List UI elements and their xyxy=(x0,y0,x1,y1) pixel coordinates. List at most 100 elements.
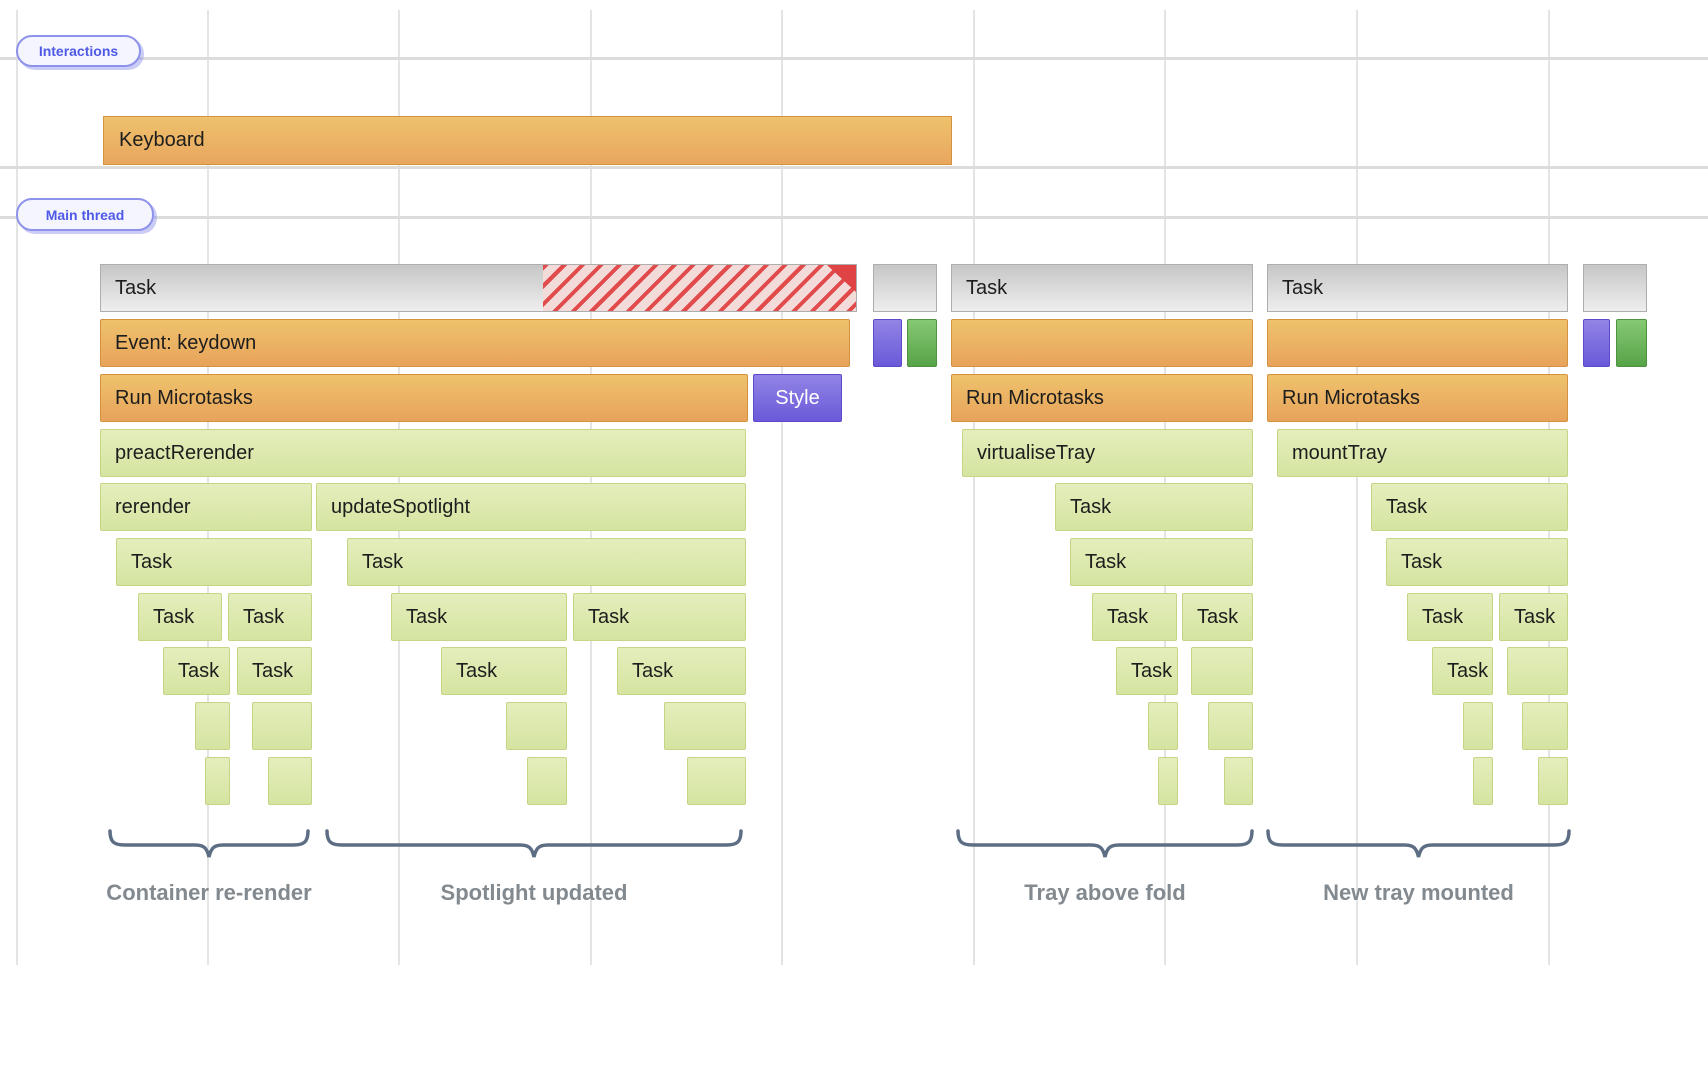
flame-bar-task[interactable]: Task xyxy=(1070,538,1253,586)
gridline-vertical xyxy=(781,10,783,965)
flame-bar[interactable] xyxy=(873,319,902,367)
long-task-corner-triangle-icon xyxy=(827,265,856,292)
flame-bar-updatespotlight[interactable]: updateSpotlight xyxy=(316,483,746,531)
flame-bar-label: Task xyxy=(1085,550,1127,573)
flame-bar-task[interactable]: Task xyxy=(138,593,222,641)
flame-bar-label: Run Microtasks xyxy=(1282,386,1420,409)
flame-bar-task[interactable]: Task xyxy=(617,647,746,695)
flame-bar[interactable] xyxy=(1463,702,1493,750)
flame-bar-label: Task xyxy=(632,659,674,682)
track-separator-line xyxy=(0,57,1708,60)
flame-bar-label: Task xyxy=(1514,605,1556,628)
flame-bar-virtualisetray[interactable]: virtualiseTray xyxy=(962,429,1253,477)
flame-bar-run-microtasks[interactable]: Run Microtasks xyxy=(100,374,748,422)
annotation-label-tray-above-fold: Tray above fold xyxy=(1024,880,1186,905)
flame-bar-label: Task xyxy=(1107,605,1149,628)
flame-bar-label: Task xyxy=(178,659,220,682)
main-thread-track-pill[interactable]: Main thread xyxy=(16,198,154,231)
annotation-label-new-tray-mounted: New tray mounted xyxy=(1323,880,1514,905)
flame-bar-task[interactable]: Task xyxy=(100,264,857,312)
flame-bar[interactable] xyxy=(1473,757,1493,805)
flame-bar[interactable] xyxy=(1522,702,1568,750)
interactions-track-pill[interactable]: Interactions xyxy=(16,35,141,67)
flame-bar-label: Task xyxy=(153,605,195,628)
interaction-keyboard-bar[interactable]: Keyboard xyxy=(103,116,952,165)
flame-bar[interactable] xyxy=(1267,319,1568,367)
flame-bar-run-microtasks[interactable]: Run Microtasks xyxy=(951,374,1253,422)
flame-bar[interactable] xyxy=(1208,702,1253,750)
flame-bar-run-microtasks[interactable]: Run Microtasks xyxy=(1267,374,1568,422)
flame-bar[interactable] xyxy=(1224,757,1253,805)
annotation-brace xyxy=(108,829,310,858)
flame-bar-task[interactable]: Task xyxy=(391,593,567,641)
gridline-vertical xyxy=(1356,10,1358,965)
flame-bar-task[interactable]: Task xyxy=(163,647,230,695)
flame-bar-label: Task xyxy=(1401,550,1443,573)
flame-bar-task[interactable]: Task xyxy=(573,593,746,641)
flame-bar-label: Task xyxy=(131,550,173,573)
flame-bar-task[interactable]: Task xyxy=(1092,593,1177,641)
flame-bar[interactable] xyxy=(205,757,230,805)
flame-bar[interactable] xyxy=(1583,264,1647,312)
flame-bar[interactable] xyxy=(1158,757,1178,805)
flame-bar-task[interactable]: Task xyxy=(1055,483,1253,531)
interactions-track-label: Interactions xyxy=(38,43,119,59)
interaction-keyboard-label: Keyboard xyxy=(119,129,205,151)
track-separator-line xyxy=(0,216,1708,219)
flame-bar-preactrerender[interactable]: preactRerender xyxy=(100,429,746,477)
flame-bar-label: Task xyxy=(456,659,498,682)
flame-bar[interactable] xyxy=(687,757,746,805)
flame-bar-task[interactable]: Task xyxy=(441,647,567,695)
flame-bar-task[interactable]: Task xyxy=(1371,483,1568,531)
flame-bar-task[interactable]: Task xyxy=(1432,647,1493,695)
flame-bar-label: preactRerender xyxy=(115,441,254,464)
flame-bar-event-keydown[interactable]: Event: keydown xyxy=(100,319,850,367)
flame-bar-label: rerender xyxy=(115,495,191,518)
flame-bar[interactable] xyxy=(195,702,230,750)
flame-bar[interactable] xyxy=(1507,647,1568,695)
flame-bar-style[interactable]: Style xyxy=(753,374,842,422)
flame-bar[interactable] xyxy=(1148,702,1178,750)
flame-bar[interactable] xyxy=(252,702,312,750)
main-thread-track-label: Main thread xyxy=(45,206,125,223)
flame-bar-label: Task xyxy=(115,276,157,299)
flame-bar-label: Task xyxy=(1070,495,1112,518)
flame-bar-task[interactable]: Task xyxy=(347,538,746,586)
flame-bar-label: Run Microtasks xyxy=(966,386,1104,409)
flame-bar-label: Task xyxy=(252,659,294,682)
flame-bar-label: mountTray xyxy=(1292,441,1387,464)
flame-bar-task[interactable]: Task xyxy=(116,538,312,586)
flame-bar[interactable] xyxy=(1616,319,1647,367)
flame-bar-label: Task xyxy=(406,605,448,628)
flame-bar-task[interactable]: Task xyxy=(1499,593,1568,641)
flame-bar-task[interactable]: Task xyxy=(1407,593,1493,641)
flame-bar[interactable] xyxy=(907,319,937,367)
flame-bar[interactable] xyxy=(527,757,567,805)
flame-bar[interactable] xyxy=(664,702,746,750)
flame-bar-label: Task xyxy=(1422,605,1464,628)
flame-bar-task[interactable]: Task xyxy=(1386,538,1568,586)
flame-bar[interactable] xyxy=(951,319,1253,367)
flame-bar[interactable] xyxy=(268,757,312,805)
flame-bar-task[interactable]: Task xyxy=(1267,264,1568,312)
flame-bar-task[interactable]: Task xyxy=(228,593,312,641)
flame-bar-mounttray[interactable]: mountTray xyxy=(1277,429,1568,477)
flame-bar[interactable] xyxy=(1191,647,1253,695)
flame-bar-task[interactable]: Task xyxy=(237,647,312,695)
gridline-vertical xyxy=(973,10,975,965)
flame-bar[interactable] xyxy=(1583,319,1610,367)
flame-bar[interactable] xyxy=(873,264,937,312)
annotation-label-container-re-render: Container re-render xyxy=(106,880,312,905)
flame-bar-task[interactable]: Task xyxy=(1182,593,1253,641)
flame-bar[interactable] xyxy=(506,702,567,750)
flame-bar-label: Task xyxy=(588,605,630,628)
annotation-brace xyxy=(956,829,1254,858)
flame-bar-task[interactable]: Task xyxy=(951,264,1253,312)
flame-bar[interactable] xyxy=(1538,757,1568,805)
flame-bar-label: Task xyxy=(362,550,404,573)
flame-bar-rerender[interactable]: rerender xyxy=(100,483,312,531)
flame-bar-task[interactable]: Task xyxy=(1116,647,1178,695)
flame-bar-label: virtualiseTray xyxy=(977,441,1096,464)
